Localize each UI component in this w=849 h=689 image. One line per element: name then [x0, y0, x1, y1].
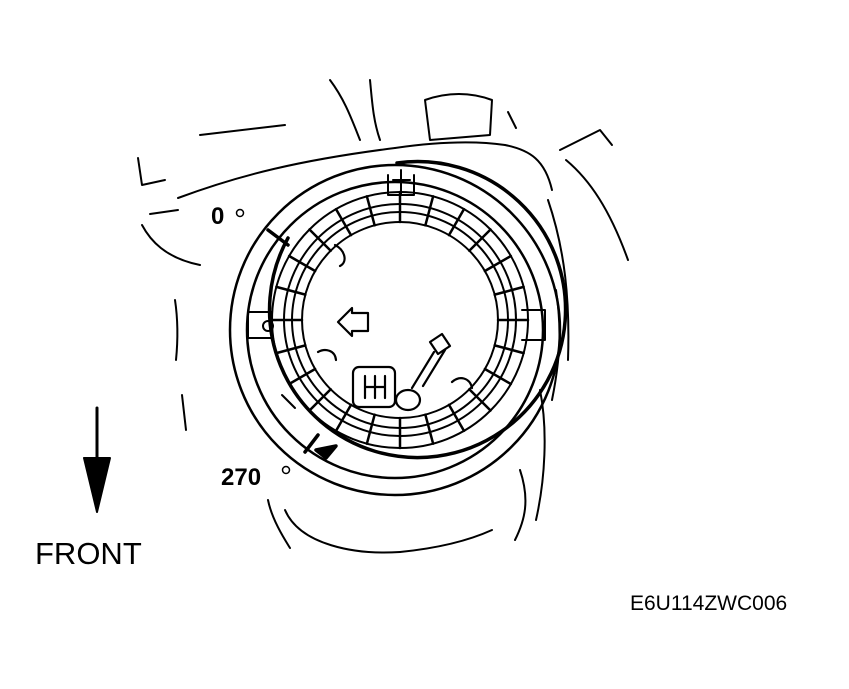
angle-label-0: 0 — [211, 203, 225, 230]
ring-tooth — [275, 344, 307, 355]
side-tabs — [247, 309, 546, 409]
degree-symbol-icon — [281, 465, 291, 475]
ring-tooth — [275, 285, 307, 296]
ring-tooth — [468, 388, 492, 412]
ring-tooth — [447, 207, 466, 237]
ring-tooth — [334, 207, 353, 237]
ring-tooth — [424, 413, 435, 445]
ring-top-connector — [387, 169, 415, 196]
ring-tooth — [483, 367, 513, 386]
ring-tooth — [365, 195, 376, 227]
alignment-arrow-icon — [336, 306, 370, 338]
ring-tooth — [424, 195, 435, 227]
ring-tooth — [493, 285, 525, 296]
front-direction-label: FRONT — [35, 536, 142, 571]
ring-tooth — [468, 228, 492, 252]
ring-tooth — [287, 254, 317, 273]
ring-tooth — [447, 403, 466, 433]
front-direction-arrow-icon — [83, 406, 111, 513]
tank-opening — [228, 163, 562, 497]
ring-tooth — [493, 344, 525, 355]
ring-tooth — [334, 403, 353, 433]
ring-tooth — [287, 367, 317, 386]
ring-tooth — [365, 413, 376, 445]
ring-tooth — [308, 388, 332, 412]
degree-symbol-icon — [235, 208, 245, 218]
lock-ring-teeth — [270, 190, 530, 450]
body-panel-lines — [137, 79, 629, 554]
pump-module-top — [316, 243, 474, 412]
angle-label-270: 270 — [221, 464, 262, 491]
figure-code: E6U114ZWC006 — [630, 592, 788, 615]
ring-tooth — [308, 228, 332, 252]
ring-tooth — [483, 254, 513, 273]
